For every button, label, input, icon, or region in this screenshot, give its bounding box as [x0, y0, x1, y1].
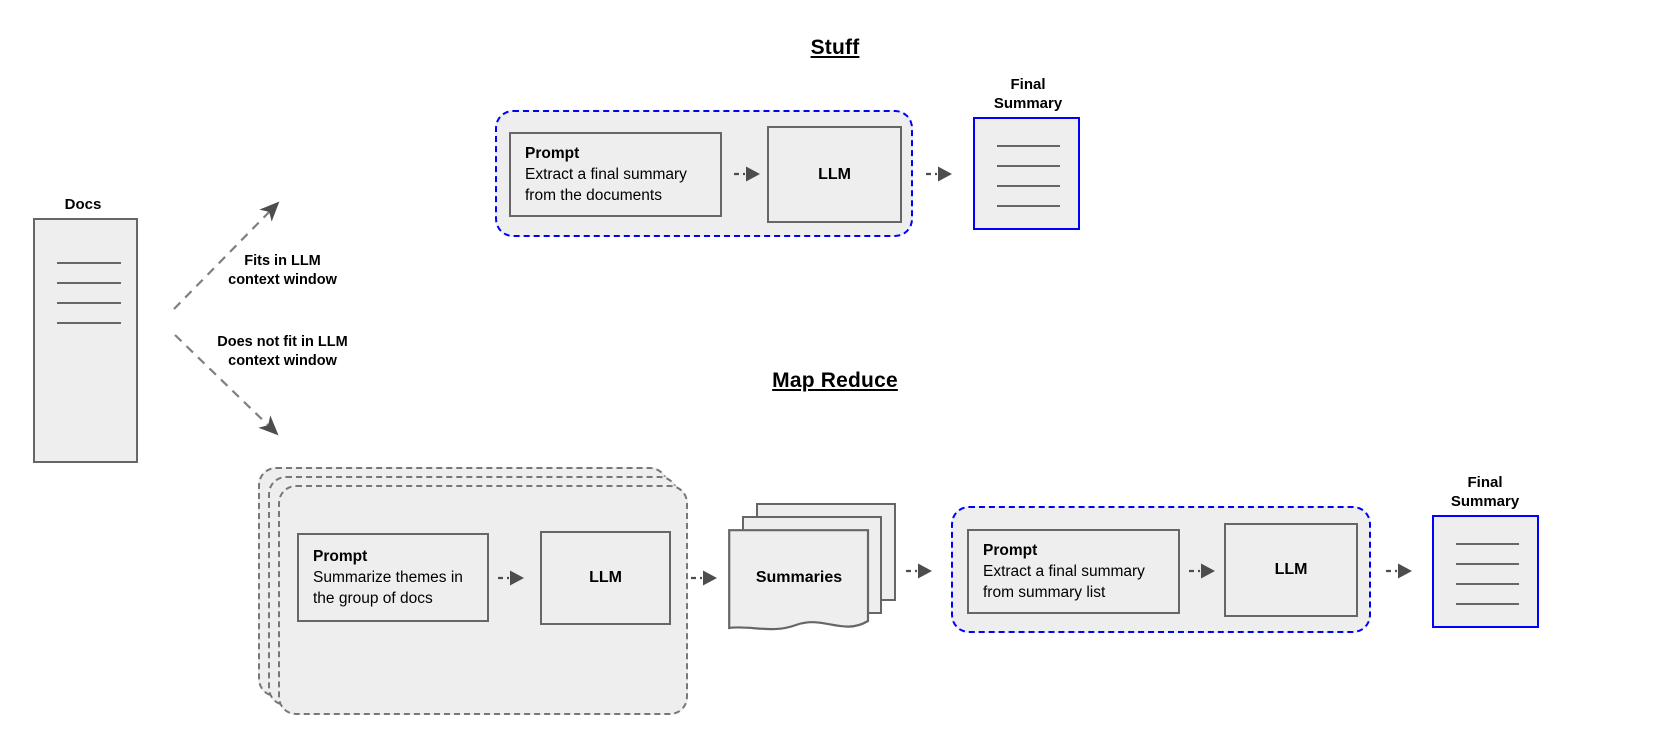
summaries-sheet-front: Summaries — [728, 529, 870, 636]
stuff-prompt-line1: Extract a final summary — [525, 165, 687, 183]
stuff-output-caption: Final Summary — [958, 75, 1098, 113]
reduce-prompt-title: Prompt — [983, 541, 1038, 559]
branch-label-fits: Fits in LLM context window — [215, 252, 350, 290]
reduce-prompt-line2: from summary list — [983, 583, 1106, 601]
stuff-title-label: Stuff — [810, 36, 860, 59]
stuff-summary-line-4 — [997, 205, 1060, 207]
stuff-summary-line-3 — [997, 185, 1060, 187]
branch-nofit-line2: context window — [228, 353, 337, 369]
summaries-stack: Summaries — [728, 503, 903, 638]
reduce-prompt-box: Prompt Extract a final summary from summ… — [967, 529, 1180, 614]
map-prompt-line2: the group of docs — [313, 589, 433, 607]
stuff-final-summary-box — [973, 117, 1080, 230]
branch-arrow-fits — [168, 190, 293, 315]
stuff-output-caption-line2: Summary — [993, 95, 1063, 112]
docs-box — [33, 218, 138, 463]
mr-summary-line-1 — [1456, 543, 1519, 545]
branch-label-does-not-fit: Does not fit in LLM context window — [200, 333, 365, 371]
map-prompt-line1: Summarize themes in — [313, 568, 463, 586]
docs-caption-label: Docs — [64, 196, 102, 213]
map-reduce-output-caption: Final Summary — [1415, 473, 1555, 511]
stuff-section-title: Stuff — [735, 36, 935, 60]
branch-nofit-line1: Does not fit in LLM — [217, 334, 348, 350]
map-reduce-final-summary-box — [1432, 515, 1539, 628]
map-arrow-llm-to-summaries — [690, 569, 722, 587]
map-reduce-title-label: Map Reduce — [772, 369, 898, 392]
reduce-llm-label: LLM — [1274, 561, 1308, 578]
docs-line-2 — [57, 282, 121, 284]
map-prompt-box: Prompt Summarize themes in the group of … — [297, 533, 489, 622]
reduce-arrow-prompt-to-llm — [1188, 562, 1220, 580]
stuff-output-caption-line1: Final — [1010, 76, 1046, 93]
reduce-arrow-llm-to-output — [1385, 562, 1417, 580]
mr-summary-line-4 — [1456, 603, 1519, 605]
reduce-llm-box: LLM — [1224, 523, 1358, 617]
branch-fits-line2: context window — [228, 272, 337, 288]
map-reduce-section-title: Map Reduce — [735, 369, 935, 393]
map-arrow-prompt-to-llm — [497, 569, 529, 587]
docs-line-3 — [57, 302, 121, 304]
branch-fits-line1: Fits in LLM — [244, 253, 321, 269]
map-prompt-title: Prompt — [313, 547, 368, 565]
stuff-llm-label: LLM — [818, 165, 851, 183]
stuff-arrow-prompt-to-llm — [733, 165, 765, 183]
stuff-llm-box: LLM — [767, 126, 902, 223]
docs-line-1 — [57, 262, 121, 264]
map-reduce-output-caption-line2: Summary — [1450, 493, 1520, 510]
map-llm-label: LLM — [589, 569, 622, 586]
summaries-label: Summaries — [755, 569, 843, 587]
stuff-arrow-llm-to-output — [925, 165, 957, 183]
mr-summary-line-3 — [1456, 583, 1519, 585]
stuff-prompt-box: Prompt Extract a final summary from the … — [509, 132, 722, 217]
stuff-summary-line-2 — [997, 165, 1060, 167]
map-llm-box: LLM — [540, 531, 671, 625]
reduce-arrow-summaries-to-prompt — [905, 562, 937, 580]
map-reduce-output-caption-line1: Final — [1467, 474, 1503, 491]
reduce-prompt-line1: Extract a final summary — [983, 562, 1145, 580]
stuff-summary-line-1 — [997, 145, 1060, 147]
stuff-prompt-title: Prompt — [525, 144, 580, 162]
docs-line-4 — [57, 322, 121, 324]
stuff-prompt-line2: from the documents — [525, 186, 662, 204]
branch-arrow-does-not-fit — [170, 330, 290, 445]
mr-summary-line-2 — [1456, 563, 1519, 565]
docs-caption: Docs — [18, 195, 148, 214]
